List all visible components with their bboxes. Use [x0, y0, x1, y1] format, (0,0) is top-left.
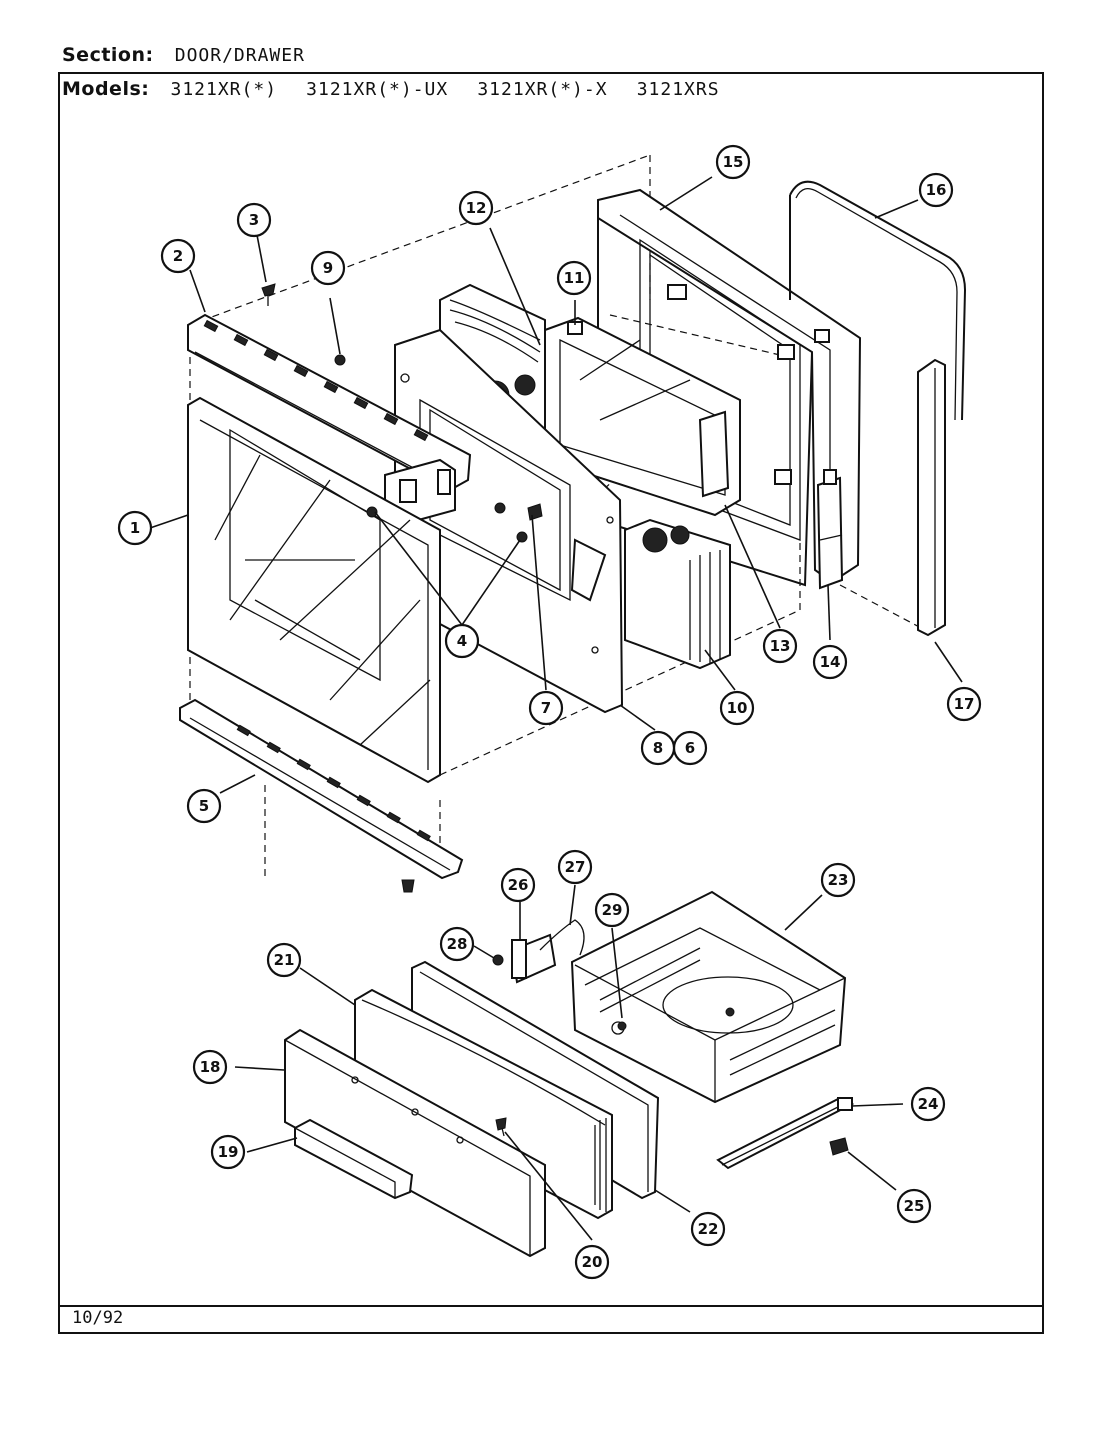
section-heading: Section: DOOR/DRAWER — [62, 44, 305, 66]
svg-text:10: 10 — [727, 699, 748, 717]
section-label: Section: — [62, 44, 154, 66]
callout-23: 23 — [820, 862, 856, 898]
callout-2: 2 — [160, 238, 196, 274]
door-gasket — [789, 180, 967, 421]
svg-text:9: 9 — [323, 259, 333, 277]
svg-text:1: 1 — [130, 519, 140, 537]
svg-text:8: 8 — [653, 739, 663, 757]
svg-text:27: 27 — [565, 858, 586, 876]
callout-20: 20 — [574, 1244, 610, 1280]
svg-text:29: 29 — [602, 901, 623, 919]
callout-6: 6 — [672, 730, 708, 766]
svg-text:5: 5 — [199, 797, 209, 815]
door-side-trim — [917, 358, 946, 637]
callout-29: 29 — [594, 892, 630, 928]
callout-1: 1 — [117, 510, 153, 546]
outer-door-glass — [187, 396, 441, 784]
callout-7: 7 — [528, 690, 564, 726]
door-hinge — [816, 469, 844, 590]
model-number: 3121XR(*)-UX — [306, 79, 449, 100]
callout-4: 4 — [444, 623, 480, 659]
svg-text:7: 7 — [541, 699, 551, 717]
svg-text:17: 17 — [954, 695, 975, 713]
callout-8: 8 — [640, 730, 676, 766]
svg-text:19: 19 — [218, 1143, 239, 1161]
section-value: DOOR/DRAWER — [174, 45, 305, 66]
callout-3: 3 — [236, 202, 272, 238]
callout-15: 15 — [715, 144, 751, 180]
callout-21: 21 — [266, 942, 302, 978]
callout-27: 27 — [557, 849, 593, 885]
callout-12: 12 — [458, 190, 494, 226]
drawer-rail-clip — [829, 1137, 849, 1156]
models-label: Models: — [62, 78, 150, 100]
drawer-front-panel — [284, 1028, 546, 1258]
callout-9: 9 — [310, 250, 346, 286]
door-bottom-trim — [179, 698, 464, 880]
svg-text:15: 15 — [723, 153, 744, 171]
svg-text:11: 11 — [564, 269, 585, 287]
drawer-switch-assembly — [492, 919, 627, 1031]
svg-text:16: 16 — [926, 181, 947, 199]
drawer-screw — [495, 1117, 507, 1137]
models-heading: Models: 3121XR(*) 3121XR(*)-UX 3121XR(*)… — [62, 78, 742, 100]
svg-text:20: 20 — [582, 1253, 603, 1271]
revision-date: 10/92 — [72, 1308, 124, 1328]
callout-11: 11 — [556, 260, 592, 296]
svg-text:24: 24 — [918, 1095, 939, 1113]
drawer-handle — [294, 1118, 414, 1200]
svg-text:6: 6 — [685, 739, 695, 757]
callout-26: 26 — [500, 867, 536, 903]
svg-text:22: 22 — [698, 1220, 719, 1238]
callout-5: 5 — [186, 788, 222, 824]
model-number: 3121XR(*)-X — [477, 79, 608, 100]
model-number: 3121XR(*) — [170, 79, 278, 100]
callout-17: 17 — [946, 686, 982, 722]
svg-text:4: 4 — [457, 632, 467, 650]
callout-28: 28 — [439, 926, 475, 962]
callout-14: 14 — [812, 644, 848, 680]
callout-13: 13 — [762, 628, 798, 664]
svg-text:14: 14 — [820, 653, 841, 671]
svg-text:25: 25 — [904, 1197, 925, 1215]
svg-text:21: 21 — [274, 951, 295, 969]
model-number: 3121XRS — [636, 79, 720, 100]
diagram-frame — [58, 72, 1044, 1334]
svg-text:2: 2 — [173, 247, 183, 265]
svg-text:13: 13 — [770, 637, 791, 655]
footer-divider — [58, 1305, 1044, 1307]
drawer-body — [570, 890, 847, 1104]
svg-text:3: 3 — [249, 211, 259, 229]
callout-25: 25 — [896, 1188, 932, 1224]
callout-24: 24 — [910, 1086, 946, 1122]
svg-text:12: 12 — [466, 199, 487, 217]
drawer-slide-rail — [716, 1096, 855, 1170]
svg-text:26: 26 — [508, 876, 529, 894]
callout-leaders — [149, 176, 963, 1241]
svg-text:23: 23 — [828, 871, 849, 889]
callout-18: 18 — [192, 1049, 228, 1085]
callout-10: 10 — [719, 690, 755, 726]
callout-22: 22 — [690, 1211, 726, 1247]
svg-text:28: 28 — [447, 935, 468, 953]
callout-19: 19 — [210, 1134, 246, 1170]
svg-text:18: 18 — [200, 1058, 221, 1076]
callout-16: 16 — [918, 172, 954, 208]
